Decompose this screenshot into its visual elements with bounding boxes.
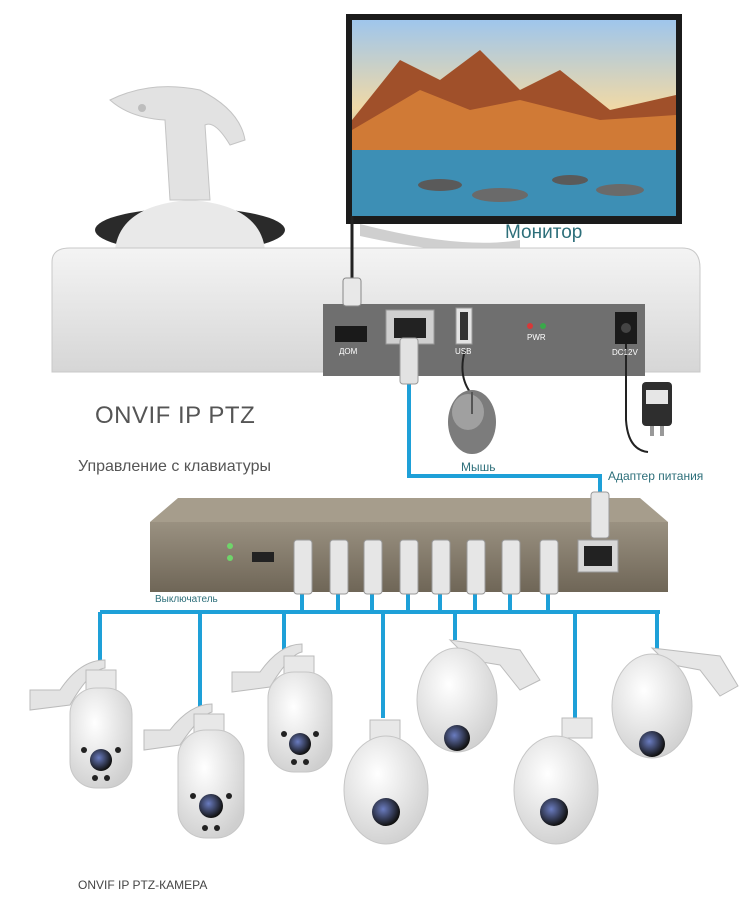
ptz-camera-4 bbox=[343, 719, 429, 845]
usb-port-label: USB bbox=[455, 347, 472, 356]
cameras-label: ONVIF IP PTZ-КАМЕРА bbox=[78, 878, 208, 892]
switch-label: Выключатель bbox=[155, 594, 218, 605]
ptz-keyboard-controller bbox=[51, 86, 701, 376]
monitor-label: Монитор bbox=[505, 222, 583, 243]
ptz-camera-5 bbox=[416, 639, 541, 753]
product-title: ONVIF IP PTZ bbox=[95, 402, 256, 429]
dc-port-label: DC12V bbox=[612, 348, 638, 357]
power-adapter bbox=[625, 344, 672, 453]
hdmi-port-label: ДОМ bbox=[339, 347, 358, 356]
mouse bbox=[448, 349, 496, 454]
mouse-label: Мышь bbox=[461, 460, 496, 474]
keyboard-control-label: Управление с клавиатуры bbox=[78, 458, 271, 475]
pwr-led-label: PWR bbox=[527, 333, 546, 342]
network-switch bbox=[150, 491, 668, 595]
ptz-camera-2 bbox=[143, 703, 245, 839]
ptz-camera-1 bbox=[29, 659, 133, 789]
ptz-camera-6 bbox=[513, 717, 599, 845]
ptz-camera-3 bbox=[231, 643, 333, 773]
ptz-camera-7 bbox=[611, 647, 739, 759]
monitor bbox=[346, 14, 682, 253]
power-adapter-label: Адаптер питания bbox=[608, 469, 704, 483]
network-cables bbox=[98, 380, 660, 720]
